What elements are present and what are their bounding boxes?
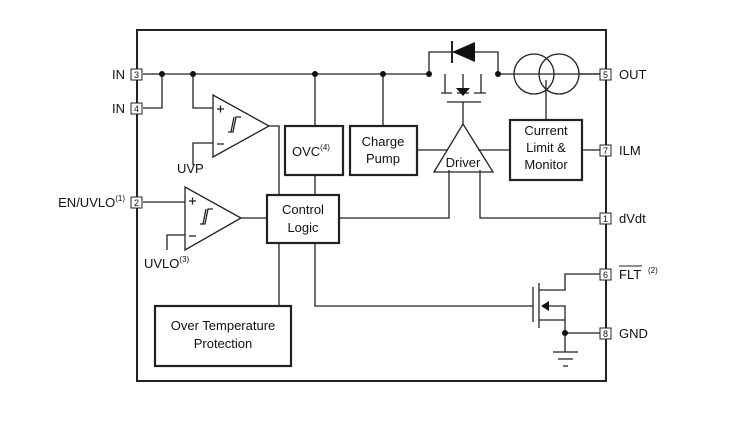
pin-number: 5 bbox=[603, 70, 608, 80]
otp-block: Over Temperature Protection bbox=[153, 304, 293, 368]
pin-number: 7 bbox=[603, 146, 608, 156]
uvp-comparator bbox=[212, 93, 271, 159]
plus-icon bbox=[189, 197, 196, 205]
ovc-block: OVC(4) bbox=[283, 124, 345, 177]
pin-footnote: (1) bbox=[115, 194, 125, 203]
charge-pump-label-line1: Charge bbox=[362, 134, 405, 149]
ovc-label-text: OVC bbox=[292, 144, 320, 159]
pin-number: 8 bbox=[603, 329, 608, 339]
ovc-label: OVC(4) bbox=[292, 143, 330, 159]
pin-out: 5 OUT bbox=[599, 67, 647, 82]
pin-in-4: 4 IN bbox=[112, 101, 143, 116]
plus-icon bbox=[217, 105, 224, 113]
uvp-label: UVP bbox=[177, 161, 204, 176]
control-logic-label-line1: Control bbox=[282, 202, 324, 217]
pin-gnd: 8 GND bbox=[599, 326, 648, 341]
ground-icon bbox=[553, 333, 578, 367]
current-limit-block: Current Limit & Monitor bbox=[508, 118, 584, 182]
pin-label: IN bbox=[112, 101, 125, 116]
pin-number: 3 bbox=[134, 70, 139, 80]
charge-pump-block: Charge Pump bbox=[348, 124, 419, 177]
uvlo-label: UVLO(3) bbox=[144, 255, 190, 271]
pin-dvdt: 1 dVdt bbox=[599, 211, 646, 226]
current-limit-label-line2: Limit & bbox=[526, 140, 566, 155]
pin-label-text: EN/UVLO bbox=[58, 195, 115, 210]
hysteresis-icon bbox=[200, 208, 213, 225]
current-limit-label-line3: Monitor bbox=[524, 157, 568, 172]
pin-label: ILM bbox=[619, 143, 641, 158]
pin-number: 1 bbox=[603, 214, 608, 224]
driver-label: Driver bbox=[446, 155, 481, 170]
uvlo-footnote: (3) bbox=[179, 255, 189, 264]
driver-block: Driver bbox=[432, 122, 495, 173]
body-diode-icon bbox=[451, 41, 475, 63]
hysteresis-icon bbox=[228, 116, 241, 133]
uvlo-label-text: UVLO bbox=[144, 256, 179, 271]
charge-pump-label-line2: Pump bbox=[366, 151, 400, 166]
junction-dots bbox=[159, 71, 568, 336]
pin-number: 2 bbox=[134, 198, 139, 208]
uvlo-comparator bbox=[184, 185, 243, 252]
pin-label: IN bbox=[112, 67, 125, 82]
pin-label: GND bbox=[619, 326, 648, 341]
control-logic-block: Control Logic bbox=[265, 193, 341, 245]
pin-label: EN/UVLO(1) bbox=[58, 194, 125, 210]
nmos-arrow-icon bbox=[541, 301, 549, 311]
pin-flt: 6 FLT (2) bbox=[599, 265, 658, 282]
otp-label-line2: Protection bbox=[194, 336, 253, 351]
pin-number: 6 bbox=[603, 270, 608, 280]
pin-label: dVdt bbox=[619, 211, 646, 226]
pin-number: 4 bbox=[134, 104, 139, 114]
pin-label: FLT bbox=[619, 267, 641, 282]
ovc-footnote: (4) bbox=[320, 143, 330, 152]
pin-label: OUT bbox=[619, 67, 647, 82]
pin-footnote: (2) bbox=[648, 266, 658, 275]
pin-in-3: 3 IN bbox=[112, 67, 143, 82]
current-limit-label-line1: Current bbox=[524, 123, 568, 138]
pin-ilm: 7 ILM bbox=[599, 143, 641, 158]
control-logic-label-line2: Logic bbox=[287, 220, 319, 235]
pin-en-uvlo: 2 EN/UVLO(1) bbox=[58, 194, 143, 210]
otp-label-line1: Over Temperature bbox=[171, 318, 276, 333]
fet-arrow-icon bbox=[456, 88, 470, 96]
